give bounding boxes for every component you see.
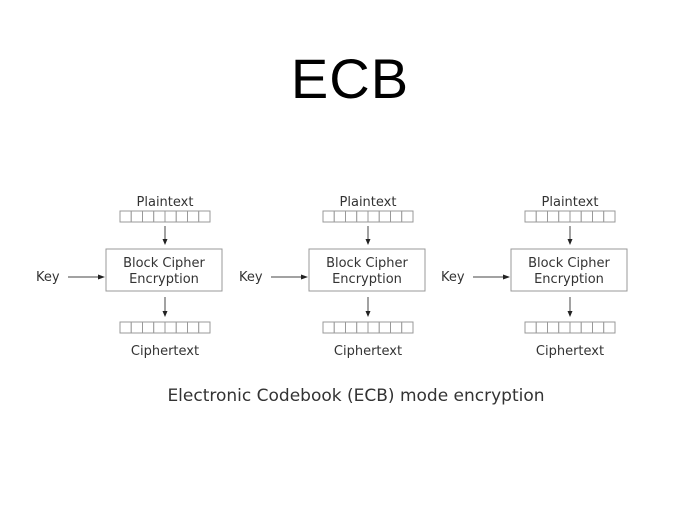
cipher-label-line2: Encryption — [332, 272, 402, 287]
ciphertext-cell — [390, 321, 403, 334]
plaintext-cell — [535, 210, 548, 223]
ciphertext-cell — [333, 321, 346, 334]
plaintext-cell — [333, 210, 346, 223]
ciphertext-block — [322, 321, 414, 334]
ciphertext-cell — [592, 321, 605, 334]
ciphertext-cell — [153, 321, 166, 334]
plaintext-cell — [378, 210, 391, 223]
plaintext-cell — [547, 210, 560, 223]
cipher-label-line2: Encryption — [534, 272, 604, 287]
ciphertext-block — [524, 321, 616, 334]
plaintext-block — [119, 210, 211, 223]
plaintext-cell — [592, 210, 605, 223]
plaintext-cell — [153, 210, 166, 223]
ciphertext-cell — [524, 321, 537, 334]
arrowhead-icon — [301, 274, 308, 280]
ciphertext-cell — [580, 321, 593, 334]
key-label: Key — [239, 270, 263, 285]
plaintext-cell — [603, 210, 616, 223]
cipher-label-line1: Block Cipher — [528, 256, 610, 271]
ciphertext-cell — [142, 321, 155, 334]
arrowhead-icon — [503, 274, 510, 280]
plaintext-cell — [175, 210, 188, 223]
ciphertext-cell — [345, 321, 358, 334]
plaintext-block — [524, 210, 616, 223]
ciphertext-cell — [378, 321, 391, 334]
ciphertext-cell — [187, 321, 200, 334]
arrowhead-icon — [365, 239, 371, 245]
ciphertext-cell — [569, 321, 582, 334]
arrowhead-icon — [365, 311, 371, 317]
plaintext-cell — [390, 210, 403, 223]
cipher-label-line1: Block Cipher — [123, 256, 205, 271]
ciphertext-cell — [367, 321, 380, 334]
arrowhead-icon — [567, 239, 573, 245]
slide-title: ECB — [290, 47, 410, 110]
ciphertext-block — [119, 321, 211, 334]
ciphertext-cell — [356, 321, 369, 334]
arrowhead-icon — [98, 274, 105, 280]
block-cipher-box — [105, 248, 223, 292]
ciphertext-cell — [558, 321, 571, 334]
block-cipher-box — [308, 248, 426, 292]
ciphertext-cell — [401, 321, 414, 334]
plaintext-cell — [569, 210, 582, 223]
plaintext-cell — [345, 210, 358, 223]
plaintext-cell — [401, 210, 414, 223]
arrowhead-icon — [162, 311, 168, 317]
plaintext-cell — [367, 210, 380, 223]
plaintext-cell — [356, 210, 369, 223]
arrowhead-icon — [162, 239, 168, 245]
plaintext-cell — [198, 210, 211, 223]
plaintext-label: Plaintext — [340, 195, 397, 210]
key-label: Key — [441, 270, 465, 285]
ciphertext-cell — [175, 321, 188, 334]
ciphertext-cell — [130, 321, 143, 334]
ciphertext-cell — [535, 321, 548, 334]
plaintext-cell — [187, 210, 200, 223]
ciphertext-cell — [164, 321, 177, 334]
plaintext-cell — [164, 210, 177, 223]
plaintext-cell — [580, 210, 593, 223]
plaintext-label: Plaintext — [137, 195, 194, 210]
cipher-label-line1: Block Cipher — [326, 256, 408, 271]
arrowhead-icon — [567, 311, 573, 317]
diagram-caption: Electronic Codebook (ECB) mode encryptio… — [167, 386, 544, 406]
block-cipher-box — [510, 248, 628, 292]
plaintext-cell — [142, 210, 155, 223]
ciphertext-label: Ciphertext — [131, 344, 199, 359]
plaintext-cell — [524, 210, 537, 223]
plaintext-block — [322, 210, 414, 223]
key-label: Key — [36, 270, 60, 285]
plaintext-cell — [119, 210, 132, 223]
ciphertext-cell — [322, 321, 335, 334]
ciphertext-label: Ciphertext — [536, 344, 604, 359]
plaintext-label: Plaintext — [542, 195, 599, 210]
ciphertext-cell — [119, 321, 132, 334]
plaintext-cell — [558, 210, 571, 223]
ciphertext-cell — [603, 321, 616, 334]
ciphertext-cell — [198, 321, 211, 334]
plaintext-cell — [130, 210, 143, 223]
cipher-label-line2: Encryption — [129, 272, 199, 287]
ciphertext-label: Ciphertext — [334, 344, 402, 359]
plaintext-cell — [322, 210, 335, 223]
ciphertext-cell — [547, 321, 560, 334]
